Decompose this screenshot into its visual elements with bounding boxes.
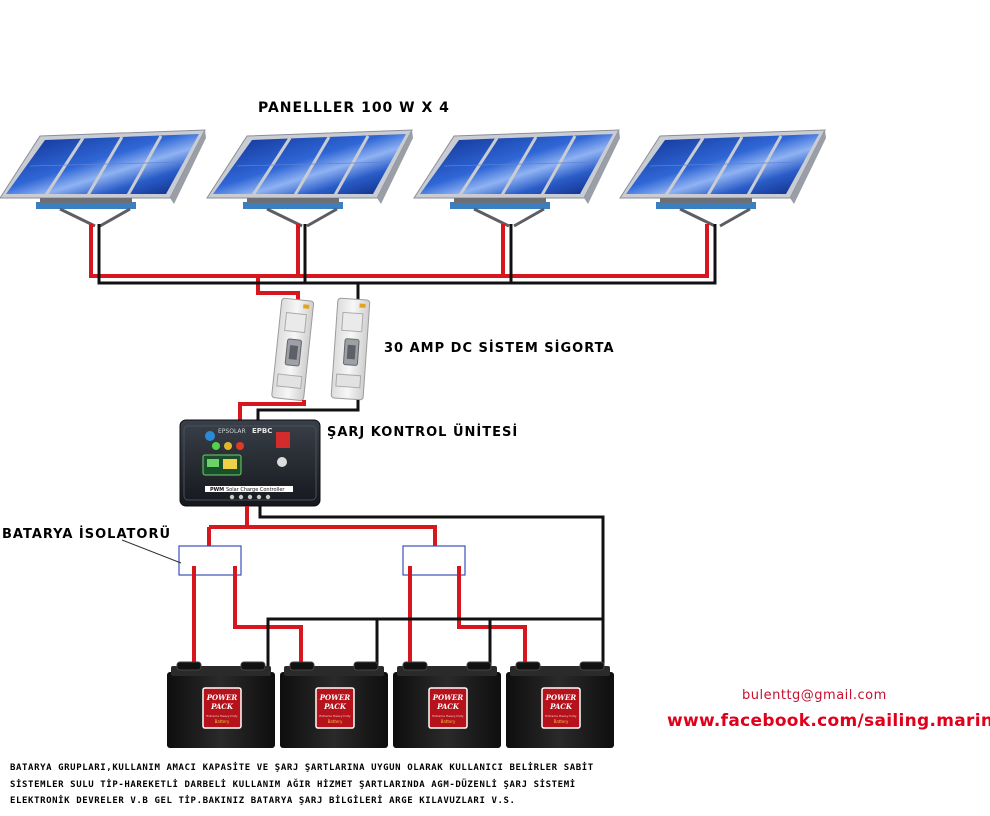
battery-1: POWER PACK Extreme Heavy Duty Battery xyxy=(166,661,276,749)
svg-text:Battery: Battery xyxy=(554,719,569,724)
controller-output-positive xyxy=(209,506,437,548)
battery-isolator-label: BATARYA İSOLATORÜ xyxy=(2,527,172,542)
battery-4: POWER PACK Extreme Heavy Duty Battery xyxy=(505,661,615,749)
contact-email: bulenttg@gmail.com xyxy=(742,688,887,703)
fuse-to-controller-positive xyxy=(238,400,306,424)
note-line: ELEKTRONİK DEVRELER V.B GEL TİP.BAKINIZ … xyxy=(10,796,516,806)
controller-output-negative xyxy=(258,506,605,675)
panels-title: PANELLLER 100 W X 4 xyxy=(258,100,450,116)
panel-negative-wiring xyxy=(97,224,717,300)
controller-model: EPBC xyxy=(252,427,272,435)
battery-2: POWER PACK Extreme Heavy Duty Battery xyxy=(279,661,389,749)
svg-text:POWER: POWER xyxy=(319,693,351,702)
svg-text:PACK: PACK xyxy=(210,702,234,711)
svg-text:PACK: PACK xyxy=(436,702,460,711)
solar-panel-4 xyxy=(618,128,828,228)
svg-text:PACK: PACK xyxy=(549,702,573,711)
battery-notes: BATARYA GRUPLARI,KULLANIM AMACI KAPASİTE… xyxy=(10,760,594,810)
note-line: BATARYA GRUPLARI,KULLANIM AMACI KAPASİTE… xyxy=(10,763,594,773)
solar-panel-2 xyxy=(205,128,415,228)
panel-positive-wiring xyxy=(89,224,709,300)
controller-pwm-badge: PWM xyxy=(210,487,224,493)
fuse-negative xyxy=(330,297,371,401)
solar-panel-3 xyxy=(412,128,622,228)
battery-isolator-2 xyxy=(402,545,466,576)
facebook-link-text: www.facebook.com/sailing.marine xyxy=(667,711,990,731)
battery-positive-wiring xyxy=(192,566,527,678)
fuse-label: 30 AMP DC SİSTEM SİGORTA xyxy=(384,341,615,356)
solar-panel-1 xyxy=(0,128,208,228)
fuse-to-controller-negative xyxy=(256,400,360,424)
battery-3: POWER PACK Extreme Heavy Duty Battery xyxy=(392,661,502,749)
isolator-leader-line xyxy=(121,539,182,564)
svg-text:Extreme Heavy Duty: Extreme Heavy Duty xyxy=(206,714,237,718)
svg-text:Battery: Battery xyxy=(328,719,343,724)
charge-controller-label: ŞARJ KONTROL ÜNİTESİ xyxy=(327,425,519,440)
controller-brand: EPSOLAR xyxy=(218,428,246,435)
svg-text:POWER: POWER xyxy=(432,693,464,702)
svg-text:PACK: PACK xyxy=(323,702,347,711)
svg-text:POWER: POWER xyxy=(206,693,238,702)
svg-text:Extreme Heavy Duty: Extreme Heavy Duty xyxy=(432,714,463,718)
svg-text:Extreme Heavy Duty: Extreme Heavy Duty xyxy=(545,714,576,718)
svg-text:Extreme Heavy Duty: Extreme Heavy Duty xyxy=(319,714,350,718)
note-line: SİSTEMLER SULU TİP-HAREKETLİ DARBELİ KUL… xyxy=(10,779,576,790)
battery-isolator-1 xyxy=(178,545,242,576)
charge-controller: EPSOLAR EPBC PWM Solar Charge Controller xyxy=(179,419,321,507)
svg-text:Battery: Battery xyxy=(215,719,230,724)
fuse-positive xyxy=(271,297,315,402)
controller-caption: Solar Charge Controller xyxy=(226,487,285,493)
svg-text:POWER: POWER xyxy=(545,693,577,702)
svg-text:Battery: Battery xyxy=(441,719,456,724)
